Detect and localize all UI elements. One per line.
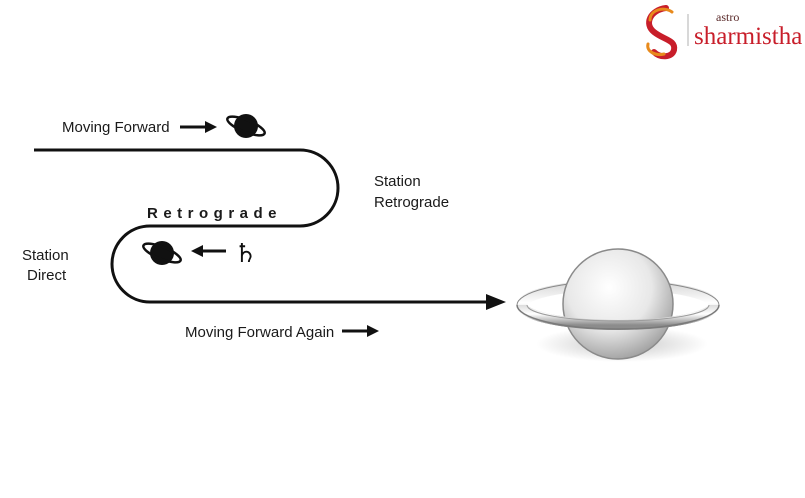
label-moving-forward-again: Moving Forward Again bbox=[185, 324, 334, 341]
saturn-planet-icon bbox=[142, 241, 182, 265]
label-moving-forward: Moving Forward bbox=[62, 119, 170, 136]
arrow-icon bbox=[191, 245, 226, 257]
label-station-retrograde-line2: Retrograde bbox=[374, 194, 449, 211]
swirl-s-logo-icon bbox=[646, 5, 678, 60]
label-station-direct-line2: Direct bbox=[27, 267, 67, 284]
motion-path bbox=[34, 148, 490, 304]
logo-main-text: sharmistha bbox=[694, 23, 802, 50]
logo-small-text: astro bbox=[716, 10, 739, 24]
saturn-planet-icon bbox=[226, 114, 266, 138]
saturn-symbol-icon: ♄ bbox=[234, 239, 257, 269]
saturn-large-illustration bbox=[516, 248, 720, 362]
path-end-arrowhead bbox=[486, 294, 506, 310]
label-station-direct-line1: Station bbox=[22, 247, 69, 264]
label-station-retrograde-line1: Station bbox=[374, 173, 421, 190]
arrow-icon bbox=[342, 325, 379, 337]
label-retrograde: Retrograde bbox=[147, 205, 282, 222]
brand-logo[interactable]: astro sharmistha bbox=[646, 5, 803, 60]
arrow-icon bbox=[180, 121, 217, 133]
